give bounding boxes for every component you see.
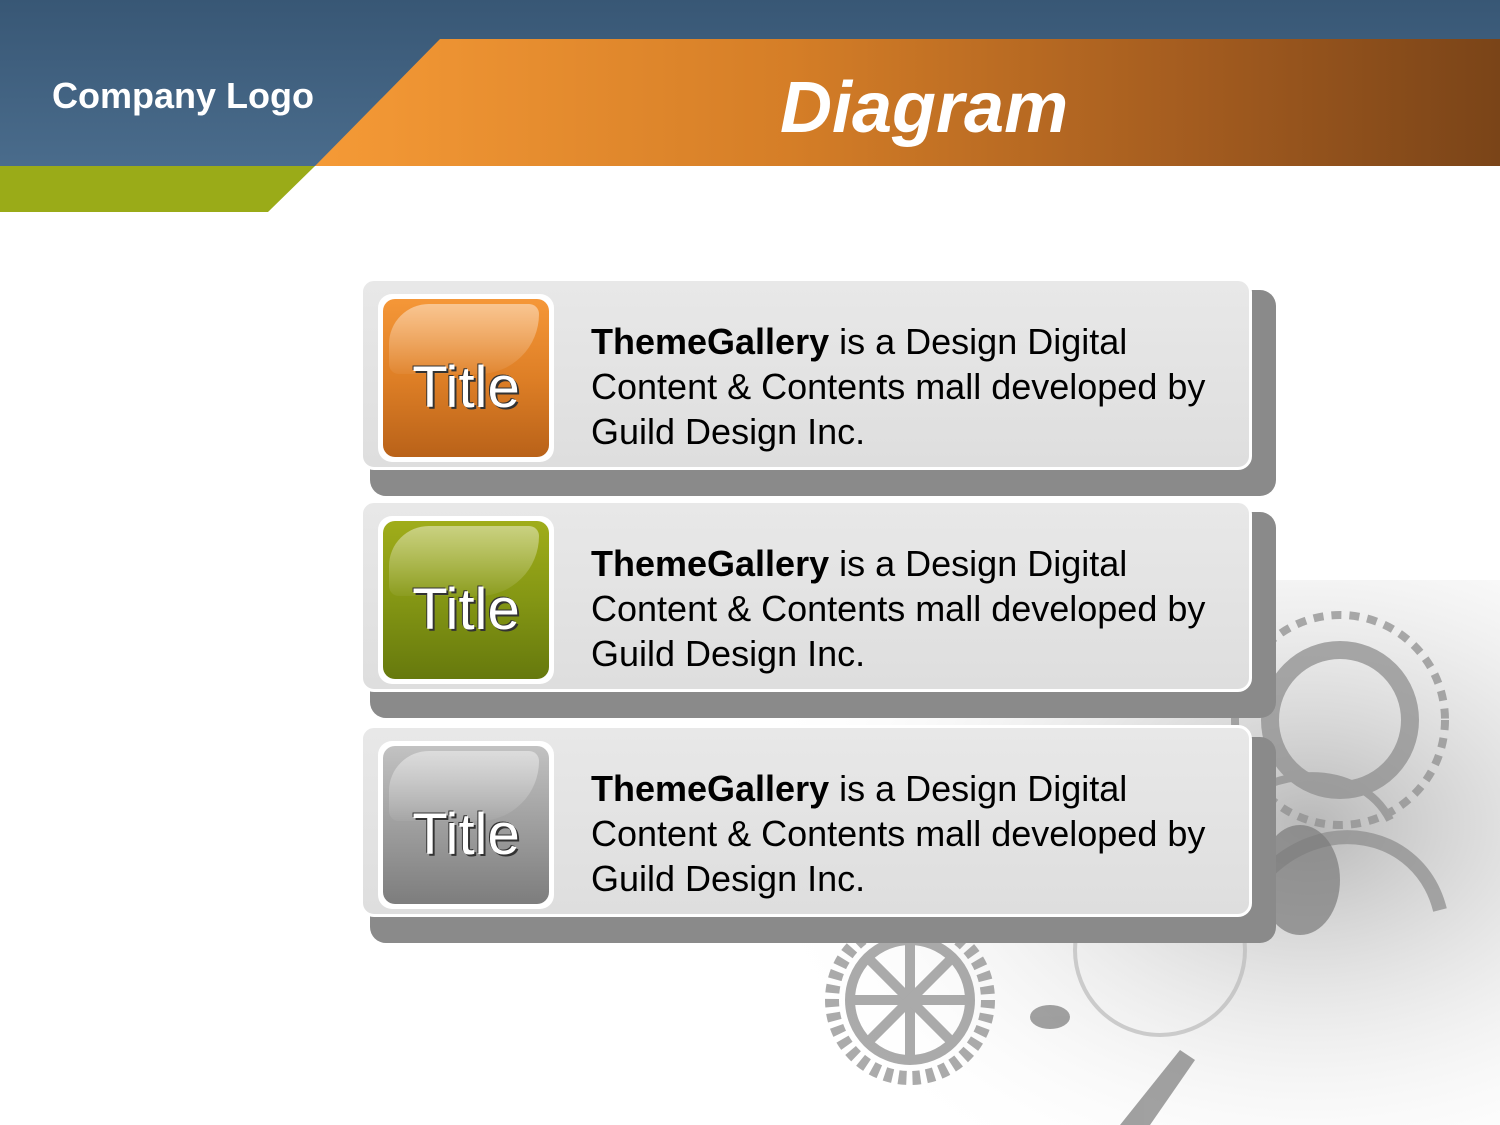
title-band xyxy=(315,39,1500,166)
item-description: ThemeGallery is a Design Digital Content… xyxy=(591,541,1231,676)
description-text: is a Design Digital Content & Contents m… xyxy=(591,321,1206,452)
list-item: Title ThemeGallery is a Design Digital C… xyxy=(360,278,1276,496)
company-logo: Company Logo xyxy=(52,75,314,116)
title-badge: Title xyxy=(383,521,549,679)
description-text: is a Design Digital Content & Contents m… xyxy=(591,543,1206,674)
title-badge-frame: Title xyxy=(378,516,554,684)
description-text: is a Design Digital Content & Contents m… xyxy=(591,768,1206,899)
item-card: Title ThemeGallery is a Design Digital C… xyxy=(360,500,1252,692)
brand-name: ThemeGallery xyxy=(591,768,830,809)
list-item: Title ThemeGallery is a Design Digital C… xyxy=(360,500,1276,718)
title-badge-frame: Title xyxy=(378,294,554,462)
list-item: Title ThemeGallery is a Design Digital C… xyxy=(360,725,1276,943)
badge-label: Title xyxy=(412,802,520,867)
item-description: ThemeGallery is a Design Digital Content… xyxy=(591,319,1231,454)
title-badge: Title xyxy=(383,299,549,457)
slide-title: Diagram xyxy=(780,68,1069,148)
badge-label: Title xyxy=(412,577,520,642)
item-card: Title ThemeGallery is a Design Digital C… xyxy=(360,278,1252,470)
item-card: Title ThemeGallery is a Design Digital C… xyxy=(360,725,1252,917)
item-description: ThemeGallery is a Design Digital Content… xyxy=(591,766,1231,901)
brand-name: ThemeGallery xyxy=(591,543,830,584)
title-badge: Title xyxy=(383,746,549,904)
badge-label: Title xyxy=(412,355,520,420)
accent-stripe xyxy=(0,166,315,212)
title-badge-frame: Title xyxy=(378,741,554,909)
brand-name: ThemeGallery xyxy=(591,321,830,362)
